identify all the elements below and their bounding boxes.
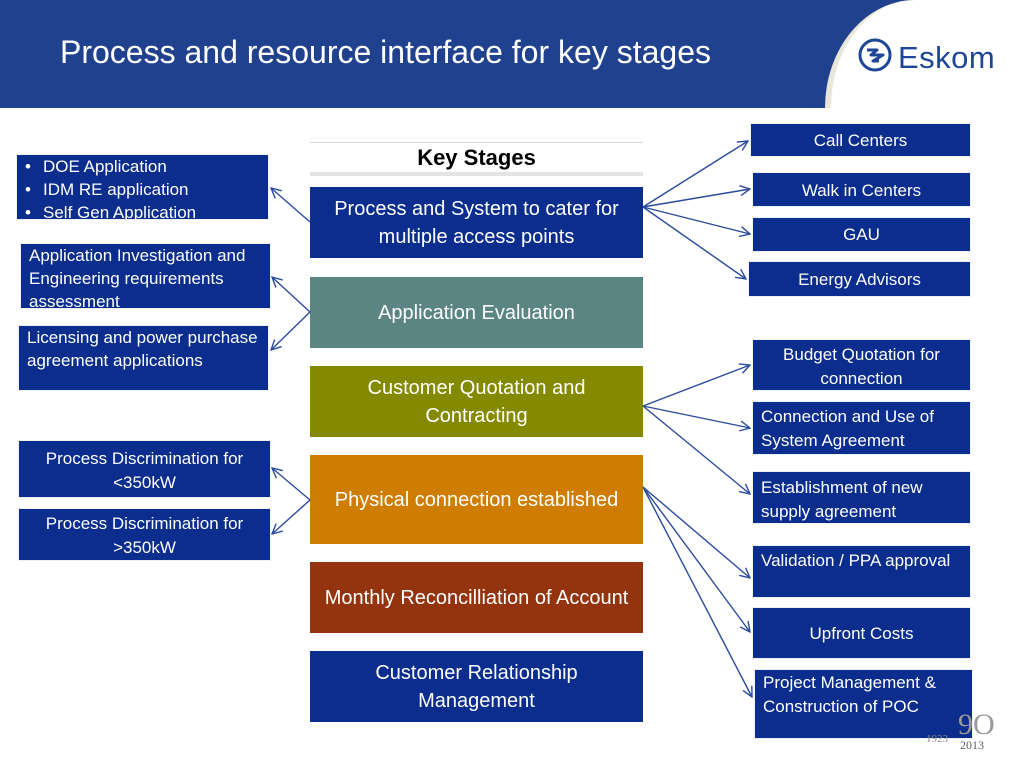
arrow-to-investigation: [272, 277, 311, 313]
upfront-costs-label: Upfront Costs: [809, 624, 914, 643]
stage-customer-relationship: Customer Relationship Management: [310, 651, 643, 722]
stage-label: Application Evaluation: [378, 301, 575, 324]
arrow-to-new-supply: [642, 405, 750, 494]
arrow-to-licensing: [271, 311, 311, 350]
arrow-to-energy-advisors: [642, 206, 746, 279]
investigation-label: Application Investigation and Engineerin…: [29, 246, 246, 309]
list-item: Self Gen Application: [25, 201, 268, 219]
stage-label: Customer Relationship Management: [375, 661, 578, 712]
gau-box: GAU: [752, 217, 971, 252]
applications-list-box: DOE Application IDM RE application Self …: [16, 154, 269, 220]
page-title: Process and resource interface for key s…: [60, 34, 711, 70]
arrow-to-validation-ppa: [642, 486, 750, 578]
stage-access-points: Process and System to cater for multiple…: [310, 187, 643, 258]
list-item: IDM RE application: [25, 178, 268, 201]
energy-advisors-box: Energy Advisors: [748, 261, 971, 297]
walk-in-centers-label: Walk in Centers: [801, 181, 922, 200]
stage-monthly-reconciliation: Monthly Reconcilliation of Account: [310, 562, 643, 633]
anniversary-ninety-glyph: 9O: [958, 708, 995, 741]
stage-physical-connection: Physical connection established: [310, 455, 643, 544]
licensing-label: Licensing and power purchase agreement a…: [27, 328, 258, 370]
stage-quotation-contracting: Customer Quotation and Contracting: [310, 366, 643, 437]
stage-label: Physical connection established: [334, 488, 619, 511]
licensing-box: Licensing and power purchase agreement a…: [18, 325, 269, 391]
validation-ppa-label: Validation / PPA approval: [761, 551, 951, 570]
discrimination-under-box: Process Discrimination for <350kW: [18, 440, 271, 498]
call-centers-box: Call Centers: [750, 123, 971, 157]
eskom-logo-icon: [858, 38, 892, 72]
discrimination-over-label: Process Discrimination for >350kW: [45, 514, 244, 557]
anniversary-end-year: 2013: [960, 738, 984, 752]
applications-list: DOE Application IDM RE application Self …: [17, 155, 268, 219]
arrow-to-applications: [271, 188, 311, 223]
arrow-to-gau: [642, 206, 750, 234]
logo-text: Eskom: [898, 40, 996, 75]
stage-label: Customer Quotation and Contracting: [367, 376, 586, 427]
stage-label: Process and System to cater for multiple…: [334, 197, 619, 248]
new-supply-box: Establishment of new supply agreement: [752, 471, 971, 524]
key-stages-heading: Key Stages: [310, 142, 643, 176]
validation-ppa-box: Validation / PPA approval: [752, 545, 971, 598]
investigation-box: Application Investigation and Engineerin…: [20, 243, 271, 309]
connection-use-label: Connection and Use of System Agreement: [761, 407, 934, 450]
upfront-costs-box: Upfront Costs: [752, 607, 971, 659]
connection-use-box: Connection and Use of System Agreement: [752, 401, 971, 455]
arrow-to-upfront-costs: [642, 486, 750, 632]
energy-advisors-label: Energy Advisors: [798, 270, 921, 289]
arrow-to-discrimination-over: [272, 499, 311, 534]
project-management-label: Project Management & Construction of POC: [763, 673, 936, 716]
anniversary-start-year: 1923: [926, 733, 948, 745]
arrow-to-project-management: [642, 486, 752, 697]
budget-quotation-label: Budget Quotation for connection: [783, 345, 940, 388]
call-centers-label: Call Centers: [813, 131, 908, 150]
new-supply-label: Establishment of new supply agreement: [761, 478, 923, 521]
stage-application-evaluation: Application Evaluation: [310, 277, 643, 348]
budget-quotation-box: Budget Quotation for connection: [752, 339, 971, 391]
stage-label: Monthly Reconcilliation of Account: [324, 586, 629, 609]
arrow-to-budget-quotation: [642, 365, 750, 407]
arrow-to-discrimination-under: [272, 468, 311, 501]
gau-label: GAU: [843, 225, 880, 244]
project-management-box: Project Management & Construction of POC: [754, 669, 973, 739]
arrow-to-connection-use: [642, 405, 750, 428]
list-item: DOE Application: [25, 155, 268, 178]
arrow-to-walk-in-centers: [642, 189, 750, 208]
arrow-to-call-centers: [642, 141, 748, 208]
walk-in-centers-box: Walk in Centers: [752, 172, 971, 207]
discrimination-over-box: Process Discrimination for >350kW: [18, 508, 271, 561]
discrimination-under-label: Process Discrimination for <350kW: [45, 449, 244, 492]
